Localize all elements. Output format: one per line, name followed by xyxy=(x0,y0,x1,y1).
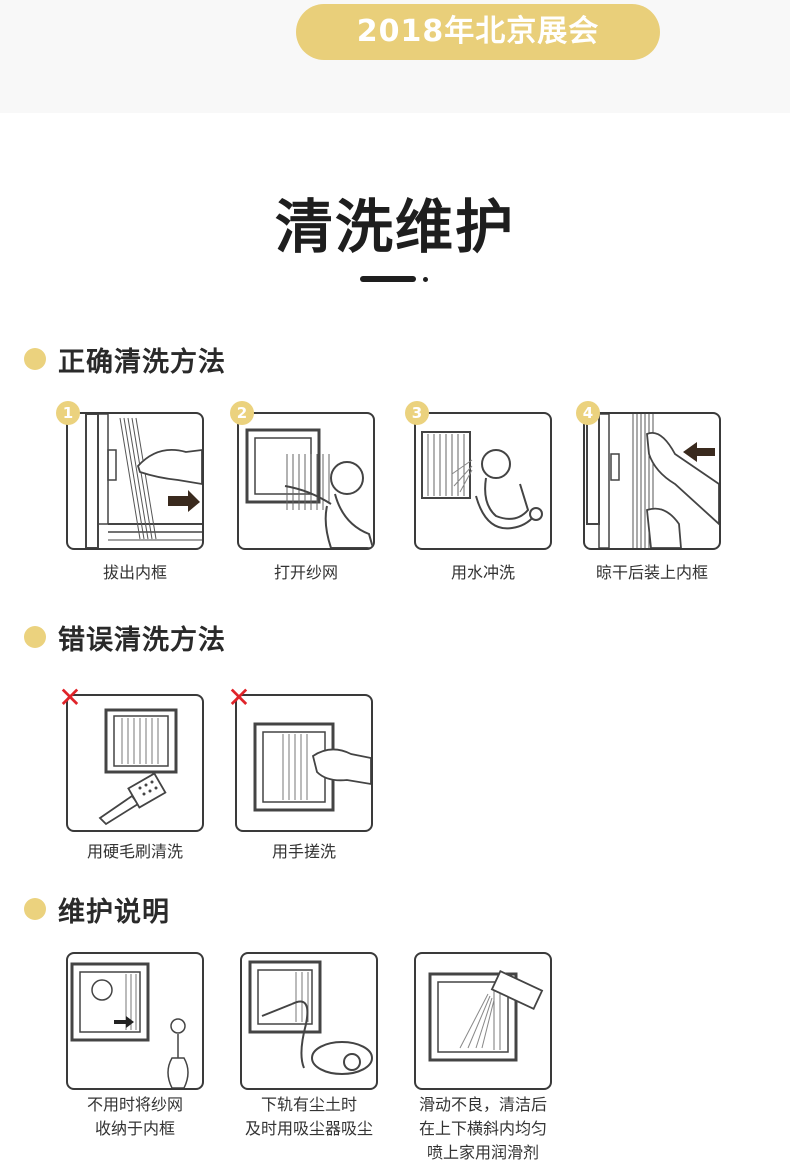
step-badge-1: 1 xyxy=(56,401,80,425)
title-underline xyxy=(360,276,416,282)
step-card-3 xyxy=(414,412,552,550)
step-caption-2: 打开纱网 xyxy=(273,563,338,582)
step-card-1 xyxy=(66,412,204,550)
maintenance-caption-3-line3: 喷上家用润滑剂 xyxy=(426,1143,539,1162)
maintenance-caption-2-line1: 下轨有尘土时 xyxy=(260,1095,357,1114)
step-caption-1: 拔出内框 xyxy=(102,563,167,582)
pull-frame-icon xyxy=(85,414,202,548)
wrong-card-2 xyxy=(235,694,373,832)
section-maintenance-label: 维护说明 xyxy=(58,896,170,928)
open-screen-icon xyxy=(245,428,373,548)
maintenance-caption-1-line1: 不用时将纱网 xyxy=(86,1095,183,1114)
section-wrong-label: 错误清洗方法 xyxy=(58,624,226,656)
title-underline-dot xyxy=(423,277,428,282)
step-card-4 xyxy=(583,412,721,550)
sun-window-icon xyxy=(70,962,189,1088)
expo-banner: 2018年北京展会 xyxy=(296,4,660,60)
step-caption-3: 用水冲洗 xyxy=(450,563,515,582)
section-bullet xyxy=(24,348,46,370)
section-wrong-heading: 错误清洗方法 xyxy=(24,620,226,656)
step-badge-3: 3 xyxy=(405,401,429,425)
step-badge-2: 2 xyxy=(230,401,254,425)
section-bullet xyxy=(24,898,46,920)
hard-brush-icon xyxy=(98,708,178,826)
hand-scrub-icon xyxy=(253,722,371,812)
vacuum-icon xyxy=(248,960,373,1075)
wrong-card-1 xyxy=(66,694,204,832)
maintenance-caption-2-line2: 及时用吸尘器吸尘 xyxy=(244,1119,373,1138)
step-badge-4: 4 xyxy=(576,401,600,425)
maintenance-caption-3-line2: 在上下横斜内均匀 xyxy=(418,1119,547,1138)
section-correct-label: 正确清洗方法 xyxy=(58,346,226,378)
wrong-caption-2: 用手搓洗 xyxy=(271,842,336,861)
maintenance-caption-3: 滑动不良，清洁后 在上下横斜内均匀 喷上家用润滑剂 xyxy=(403,1093,563,1165)
wrong-mark-icon: ✕ xyxy=(227,681,251,714)
maintenance-caption-1: 不用时将纱网 收纳于内框 xyxy=(55,1093,215,1141)
spray-lubricant-icon xyxy=(428,970,544,1062)
section-bullet xyxy=(24,626,46,648)
maintenance-caption-1-line2: 收纳于内框 xyxy=(94,1119,175,1138)
water-rinse-icon xyxy=(421,431,543,530)
maintenance-caption-3-line1: 滑动不良，清洁后 xyxy=(418,1095,547,1114)
maintenance-card-2 xyxy=(240,952,378,1090)
maintenance-card-1 xyxy=(66,952,204,1090)
reinstall-frame-icon xyxy=(586,414,719,548)
maintenance-card-3 xyxy=(414,952,552,1090)
page-title: 清洗维护 xyxy=(274,193,515,261)
step-card-2 xyxy=(237,412,375,550)
section-correct-heading: 正确清洗方法 xyxy=(24,342,226,378)
maintenance-caption-2: 下轨有尘土时 及时用吸尘器吸尘 xyxy=(229,1093,389,1141)
step-caption-4: 晾干后装上内框 xyxy=(595,563,708,582)
wrong-mark-icon: ✕ xyxy=(58,681,82,714)
wrong-caption-1: 用硬毛刷清洗 xyxy=(86,842,183,861)
section-maintenance-heading: 维护说明 xyxy=(24,892,170,928)
